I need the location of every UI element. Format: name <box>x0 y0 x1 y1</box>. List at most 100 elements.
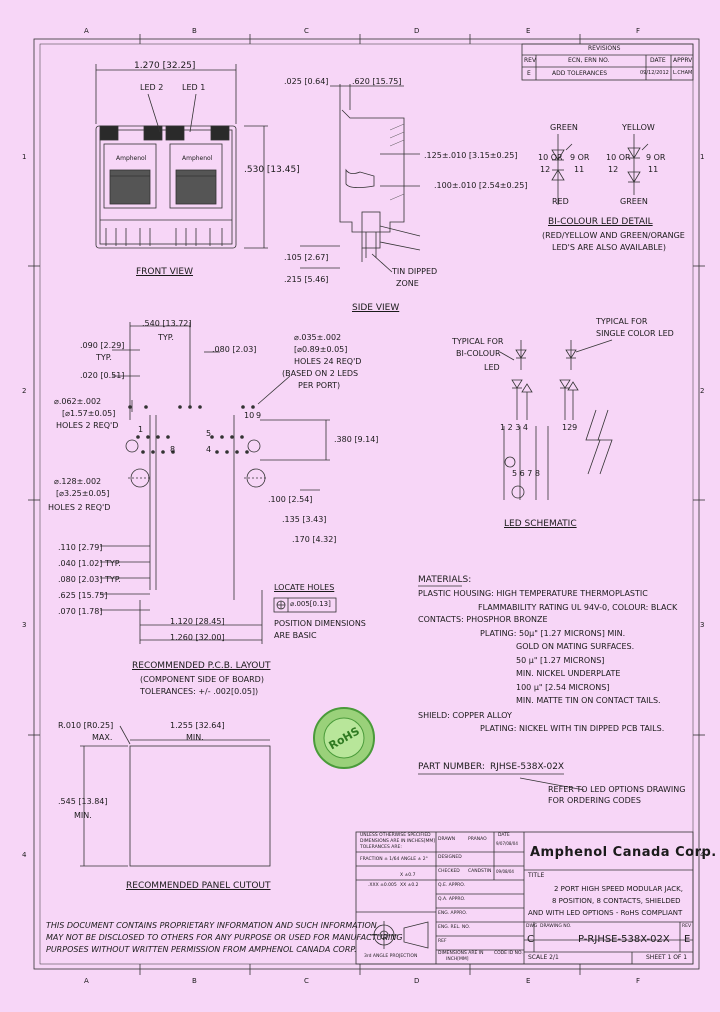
front-brand-left: Amphenol <box>116 155 147 162</box>
pcb-hole-small-metric: [⌀0.89±0.05] <box>294 345 348 354</box>
panel-width-dim: 1.255 [32.64] <box>170 721 225 730</box>
panel-height-dim: .545 [13.84] <box>58 797 108 806</box>
row-label-4: 4 <box>22 851 27 859</box>
col-label-d-bottom: D <box>414 977 420 985</box>
pcb-pin-10: 10 <box>244 411 255 420</box>
confidential-line-2: MAY NOT BE DISCLOSED TO OTHERS FOR ANY P… <box>46 933 403 942</box>
pcb-dim-135: .135 [3.43] <box>282 515 327 524</box>
pcb-dim-170: .170 [4.32] <box>292 535 337 544</box>
tb-xx-tol: XX ±0.2 <box>400 883 419 888</box>
row-label-2-right: 2 <box>700 387 705 395</box>
tb-scale: SCALE 2/1 <box>528 954 559 961</box>
side-dim-620: .620 [15.75] <box>352 77 402 86</box>
front-view-title: FRONT VIEW <box>136 267 194 277</box>
schematic-pins-left: 1 2 3 4 <box>500 423 528 432</box>
tb-inch-mm: INCH[MM] <box>446 957 469 962</box>
tb-qe-approval: Q.E. APPRO. <box>438 883 466 888</box>
pcb-hole-128-metric: [⌀3.25±0.05] <box>56 489 110 498</box>
led-mid-pin-b: 11 <box>574 165 585 174</box>
tb-projection: 3rd ANGLE PROJECTION <box>364 954 418 959</box>
tb-ref: REF <box>438 939 447 944</box>
bicolour-note-1: (RED/YELLOW AND GREEN/ORANGE <box>542 231 685 240</box>
materials-line-10: SHIELD: COPPER ALLOY <box>418 711 512 720</box>
tb-checked-label: CHECKED <box>438 869 460 874</box>
locate-holes-tolerance: ⌀.005[0.13] <box>290 600 331 608</box>
materials-line-9: MIN. MATTE TIN ON CONTACT TAILS. <box>516 696 661 705</box>
tb-code-id: CODE ID NO. <box>494 951 523 956</box>
pcb-layout-subtitle-2: TOLERANCES: +/- .002[0.05]) <box>140 687 259 696</box>
schematic-pin-129: 129 <box>562 423 578 432</box>
pcb-typ-label-2: TYP. <box>96 353 112 362</box>
part-number-label: PART NUMBER: <box>418 762 485 772</box>
pcb-hole-128: ⌀.128±.002 <box>54 477 102 486</box>
tb-checked-by: CANDSTIN <box>468 869 492 874</box>
pcb-pin-8: 8 <box>170 445 176 454</box>
pcb-pin-1: 1 <box>138 425 144 434</box>
side-view-title: SIDE VIEW <box>352 303 400 313</box>
materials-line-6: 50 µ" [1.27 MICRONS] <box>516 656 605 665</box>
side-dim-100: .100±.010 [2.54±0.25] <box>434 181 528 190</box>
pcb-pin-9: 9 <box>256 411 262 420</box>
side-dim-125: .125±.010 [3.15±0.25] <box>424 151 518 160</box>
row-label-1: 1 <box>22 153 27 161</box>
materials-line-2: FLAMMABILITY RATING UL 94V-0, COLOUR: BL… <box>478 603 678 612</box>
col-label-c: C <box>304 27 309 35</box>
pcb-dim-080b: .080 [2.03] TYP. <box>58 575 121 584</box>
led-mid-pin-a: 9 OR <box>570 153 590 162</box>
col-label-b: B <box>192 27 197 35</box>
led1-label: LED 1 <box>182 83 206 92</box>
tb-drawing-number: P-RJHSE-538X-02X <box>578 934 670 945</box>
pcb-dim-070: .070 [1.78] <box>58 607 103 616</box>
pcb-dim-090: .090 [2.29] <box>80 341 125 350</box>
rev-date: 09/12/2012 <box>640 70 669 76</box>
bicolour-red-label: RED <box>552 197 569 206</box>
tb-dims-in: DIMENSIONS ARE IN INCHES[MM] <box>360 839 436 844</box>
tb-designed-label: DESIGNED <box>438 855 462 860</box>
tb-title-line-3: AND WITH LED OPTIONS - RoHS COMPLIANT <box>528 909 683 917</box>
schematic-typical-bi-2: BI-COLOUR <box>456 349 501 358</box>
rev-description: ADD TOLERANCES <box>552 70 608 77</box>
part-number-note-2: FOR ORDERING CODES <box>548 796 641 805</box>
pcb-holes-24-note-2: PER PORT) <box>298 381 341 390</box>
bicolour-green-label: GREEN <box>550 123 578 132</box>
part-number-note-1: REFER TO LED OPTIONS DRAWING <box>548 785 686 794</box>
tb-eng-rel: ENG. REL. NO. <box>438 925 471 930</box>
schematic-typical-single-1: TYPICAL FOR <box>596 317 648 326</box>
col-label-b-bottom: B <box>192 977 197 985</box>
tb-drawn-by: PRANAO <box>468 837 487 842</box>
tb-eng-approval: ENG. APPRO. <box>438 911 467 916</box>
materials-line-1: PLASTIC HOUSING: HIGH TEMPERATURE THERMO… <box>418 589 648 598</box>
led-right-pin-a: 10 OR <box>606 153 631 162</box>
pcb-dim-100: .100 [2.54] <box>268 495 313 504</box>
tb-fractions: FRACTION ± 1/64 ANGLE ± 2° <box>360 857 428 862</box>
materials-line-5: GOLD ON MATING SURFACES. <box>516 642 635 651</box>
pcb-hole-128-count: HOLES 2 REQ'D <box>48 503 111 512</box>
led-schematic-title: LED SCHEMATIC <box>504 519 577 529</box>
tb-rev-label: REV <box>682 924 692 929</box>
bicolour-note-2: LED'S ARE ALSO AVAILABLE) <box>552 243 666 252</box>
front-brand-right: Amphenol <box>182 155 213 162</box>
col-label-d: D <box>414 27 420 35</box>
pcb-dim-540: .540 [13.72] <box>142 319 192 328</box>
confidential-line-3: PURPOSES WITHOUT WRITTEN PERMISSION FROM… <box>46 945 357 954</box>
locate-holes-note-2: ARE BASIC <box>274 631 317 640</box>
rohs-seal-icon: RoHS <box>313 707 375 769</box>
row-label-3-right: 3 <box>700 621 705 629</box>
tb-drawn-label: DRAWN <box>438 837 456 842</box>
side-dim-215: .215 [5.46] <box>284 275 329 284</box>
panel-width-min: MIN. <box>186 733 204 742</box>
tb-dwg-no-label: DRAWING NO. <box>540 924 572 929</box>
side-dim-105: .105 [2.67] <box>284 253 329 262</box>
pcb-dim-625: .625 [15.75] <box>58 591 108 600</box>
col-label-e-bottom: E <box>526 977 531 985</box>
rohs-compliant-stamp: RoHS <box>312 706 376 770</box>
panel-radius: R.010 [R0.25] <box>58 721 114 730</box>
pcb-dim-080: .080 [2.03] <box>212 345 257 354</box>
col-label-f-bottom: F <box>636 977 641 985</box>
pcb-pin-5: 5 <box>206 429 212 438</box>
tb-dwg-label: DWG <box>526 924 538 929</box>
led-left-pin-b: 12 <box>540 165 551 174</box>
side-dim-025: .025 [0.64] <box>284 77 329 86</box>
tb-qa-approval: Q.A. APPRO. <box>438 897 466 902</box>
